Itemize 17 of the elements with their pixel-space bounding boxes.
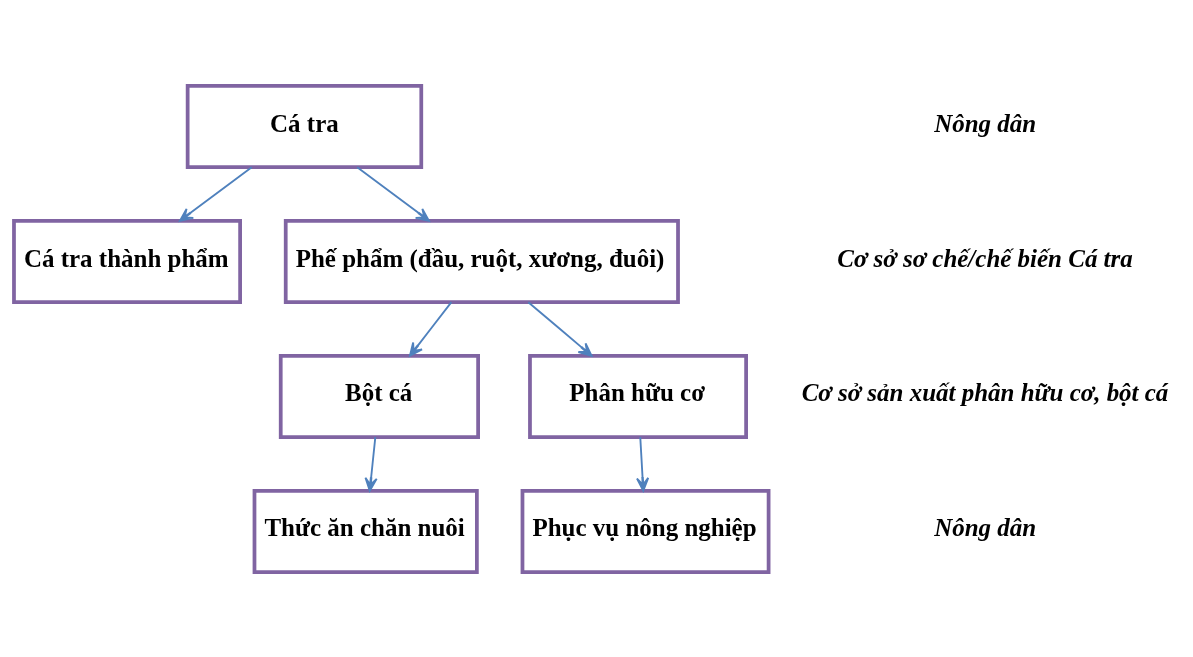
- arrow: [527, 300, 593, 357]
- arrow: [364, 435, 378, 492]
- label: Nông dân: [934, 109, 1037, 137]
- node-box: Bột cá: [278, 353, 480, 439]
- node-box: Phế phẩm (đầu, ruột, xương, đuôi): [283, 218, 680, 304]
- node-box: Thức ăn chăn nuôi: [252, 488, 479, 574]
- node-box: Phục vụ nông nghiệp: [520, 488, 771, 574]
- node-box: Cá tra thành phẩm: [12, 218, 242, 304]
- arrow: [356, 165, 430, 222]
- label: Cơ sở sơ chế/chế biến Cá tra: [837, 244, 1133, 272]
- arrow: [178, 165, 253, 222]
- label: Nông dân: [934, 513, 1037, 541]
- label: Cơ sở sản xuất phân hữu cơ, bột cá: [801, 378, 1169, 406]
- node-box: Cá tra: [185, 83, 424, 169]
- arrow: [409, 300, 453, 357]
- node-box: Phân hữu cơ: [528, 353, 748, 439]
- arrow: [636, 435, 650, 492]
